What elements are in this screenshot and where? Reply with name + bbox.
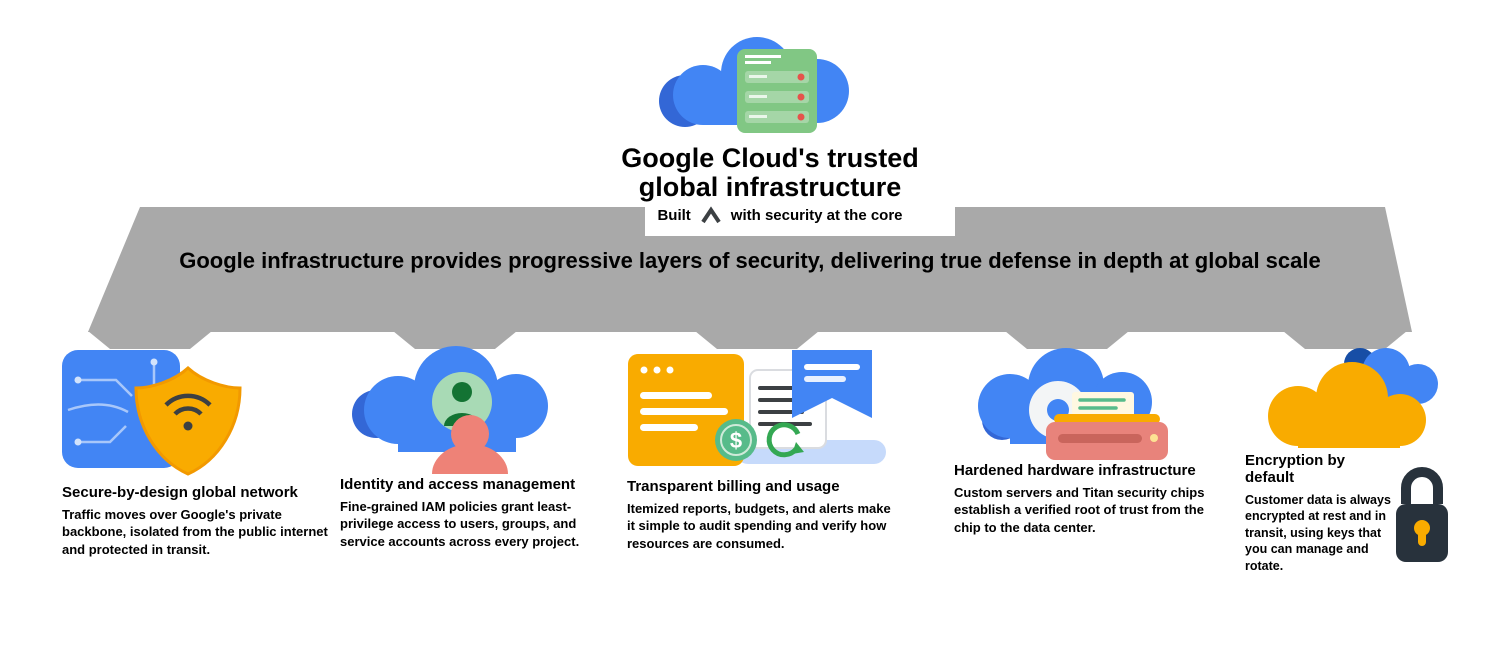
multicloud-icon	[1268, 348, 1438, 448]
column-identity-body: Fine-grained IAM policies grant least-pr…	[340, 499, 580, 549]
column-billing-heading: Transparent billing and usage	[627, 478, 840, 495]
hero-subtitle: Built with security at the core	[620, 205, 940, 225]
column-hardware: Hardened hardware infrastructure Custom …	[954, 462, 1230, 536]
hero-title: Google Cloud's trusted global infrastruc…	[595, 144, 945, 202]
column-hardware-body: Custom servers and Titan security chips …	[954, 485, 1205, 535]
column-network-heading: Secure-by-design global network	[62, 484, 298, 501]
column-identity: Identity and access management Fine-grai…	[340, 476, 616, 550]
banner-text: Google infrastructure provides progressi…	[179, 248, 1321, 273]
hero-title-line1: Google Cloud's trusted	[621, 143, 919, 173]
column-network-body: Traffic moves over Google's private back…	[62, 507, 328, 557]
chevron-up-icon	[701, 206, 721, 224]
hero-subtitle-right: with security at the core	[730, 206, 903, 224]
billing-documents-icon: $	[628, 350, 886, 466]
column-hardware-heading: Hardened hardware infrastructure	[954, 462, 1196, 479]
cloud-server-icon	[659, 37, 849, 133]
dollar-sign: $	[730, 428, 742, 453]
hero-title-line2: global infrastructure	[638, 171, 902, 202]
lock-icon	[1396, 467, 1448, 562]
column-encryption-heading: Encryption by default	[1245, 452, 1346, 487]
hero-subtitle-left: Built	[657, 206, 691, 224]
column-billing: Transparent billing and usage Itemized r…	[627, 478, 901, 552]
refresh-icon	[766, 422, 804, 458]
network-shield-icon	[62, 350, 242, 476]
users-cloud-icon	[352, 346, 548, 474]
wifi-icon	[164, 393, 212, 416]
column-billing-body: Itemized reports, budgets, and alerts ma…	[627, 501, 891, 551]
column-encryption-body: Customer data is always encrypted at res…	[1245, 492, 1391, 573]
column-network: Secure-by-design global network Traffic …	[62, 484, 334, 558]
hardware-cloud-icon	[978, 348, 1168, 460]
column-identity-heading: Identity and access management	[340, 476, 576, 493]
column-encryption: Encryption by default Customer data is a…	[1245, 452, 1391, 574]
